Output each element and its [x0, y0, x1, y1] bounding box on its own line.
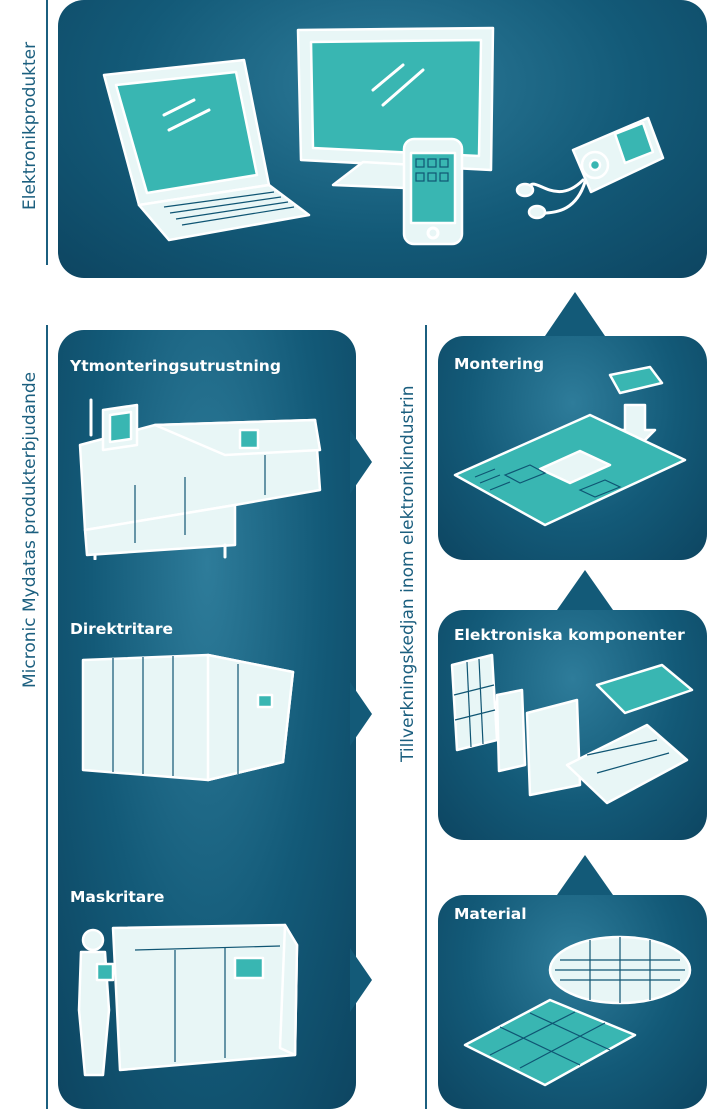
machine-title-mask-writer: Maskritare [70, 888, 165, 906]
label-product-offering: Micronic Mydatas produkterbjudande [20, 371, 40, 688]
divider-left [46, 325, 48, 1109]
label-manufacturing-chain: Tillverkningskedjan inom elektronikindus… [398, 385, 418, 762]
circuit-board-assembly-icon [453, 365, 687, 527]
stage-title-components: Elektroniska komponenter [454, 626, 685, 644]
stage-title-assembly: Montering [454, 355, 545, 373]
stage-title-material: Material [454, 905, 527, 923]
electronic-components-icon [450, 653, 694, 805]
direct-writer-machine-icon [81, 653, 295, 782]
wafer-and-substrate-icon [463, 935, 692, 1087]
arrow-up-to-assembly [557, 570, 613, 610]
music-player-icon [515, 116, 665, 220]
label-electronics-products: Elektronikprodukter [20, 41, 40, 210]
mask-writer-machine-icon [77, 923, 299, 1077]
divider-middle [425, 325, 427, 1109]
pointer-direct-writer [350, 682, 372, 746]
pointer-pick-and-place [350, 430, 372, 494]
arrow-up-to-products [545, 292, 605, 336]
stage-panel-material [438, 895, 707, 1109]
machine-title-pick-and-place: Ytmonteringsutrustning [70, 357, 281, 375]
arrow-up-to-components [557, 855, 613, 895]
electronics-products-panel [58, 0, 707, 278]
laptop-icon [102, 58, 311, 242]
pointer-mask-writer [350, 948, 372, 1012]
machine-title-direct-writer: Direktritare [70, 620, 174, 638]
pick-and-place-machine-icon [78, 398, 322, 560]
smartphone-icon [402, 137, 464, 246]
divider-top [46, 0, 48, 265]
